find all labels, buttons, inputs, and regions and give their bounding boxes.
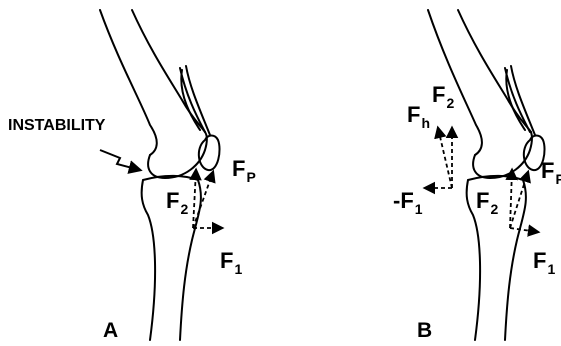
f1-label-a: F1 xyxy=(220,250,242,272)
panel-a-knee xyxy=(100,10,220,340)
tibia-back-edge xyxy=(142,180,155,340)
f2-main-b: F xyxy=(476,188,489,213)
f1-arrow-b xyxy=(510,228,538,232)
f1-sub-a: 1 xyxy=(234,261,242,277)
panel-a-label: A xyxy=(103,320,118,341)
femur-front-edge xyxy=(132,10,205,132)
f2-sub-a: 2 xyxy=(180,201,188,217)
fh-main: F xyxy=(407,102,420,127)
f2-top-label: F2 xyxy=(432,84,454,106)
f2-top-main: F xyxy=(432,82,445,107)
f2-label-a: F2 xyxy=(166,190,188,212)
fp-sub-b: P xyxy=(555,171,561,187)
fp-label-b: FP xyxy=(541,160,561,182)
neg-f1-main: -F xyxy=(393,188,414,213)
f2-arrow-b xyxy=(510,170,512,228)
fp-label-a: FP xyxy=(232,158,256,180)
fh-arrow xyxy=(438,128,452,188)
panel-b-knee xyxy=(428,10,545,340)
fh-sub: h xyxy=(421,115,430,131)
fp-arrow-a xyxy=(193,172,213,228)
panel-b-label: B xyxy=(417,320,432,341)
quadriceps-tendon xyxy=(180,66,210,135)
tibia-front-edge-b xyxy=(505,180,526,340)
fp-main-b: F xyxy=(541,158,554,183)
f2-sub-b: 2 xyxy=(490,201,498,217)
f2-top-sub: 2 xyxy=(446,95,454,111)
patella xyxy=(199,136,220,171)
f1-label-b: F1 xyxy=(533,250,555,272)
quadriceps-tendon-b xyxy=(505,66,535,135)
neg-f1-label: -F1 xyxy=(393,190,423,212)
f1-main-a: F xyxy=(220,248,233,273)
f2-main-a: F xyxy=(166,188,179,213)
instability-arrow xyxy=(100,150,140,170)
f1-sub-b: 1 xyxy=(547,261,555,277)
fp-main-a: F xyxy=(232,156,245,181)
neg-f1-sub: 1 xyxy=(415,201,423,217)
f1-main-b: F xyxy=(533,248,546,273)
instability-label: INSTABILITY xyxy=(8,118,105,134)
fp-sub-a: P xyxy=(246,169,255,185)
fh-label: Fh xyxy=(407,104,430,126)
f2-label-b: F2 xyxy=(476,190,498,212)
femur-back-edge xyxy=(100,10,157,155)
